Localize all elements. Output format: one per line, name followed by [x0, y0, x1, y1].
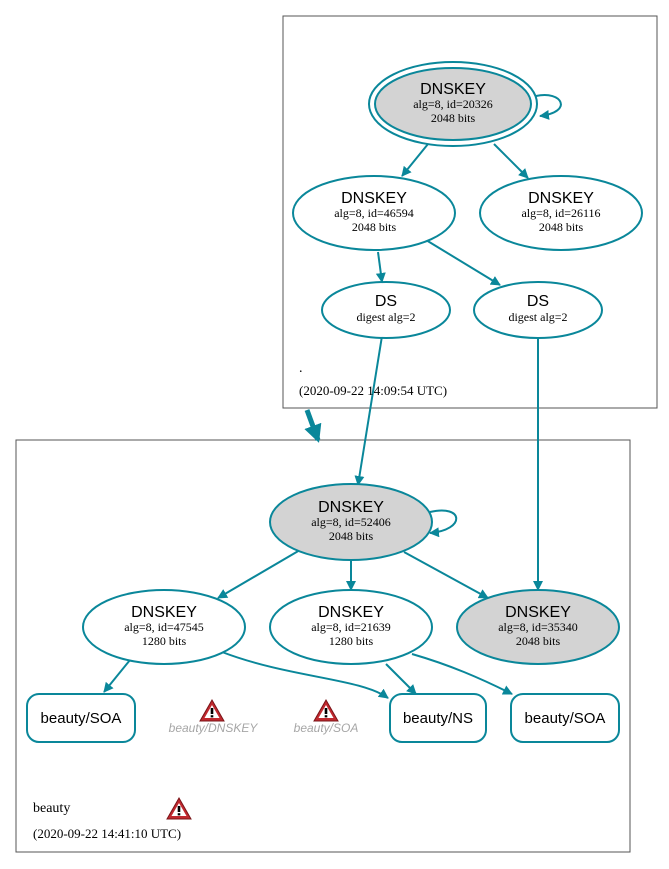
- rr-soa-2-shape: [510, 693, 620, 743]
- node-beauty-ksk1-line1: alg=8, id=52406: [311, 515, 391, 529]
- node-root-zsk2-title: DNSKEY: [528, 190, 594, 207]
- node-ds1: DS digest alg=2: [321, 281, 451, 339]
- missing-dnskey-label: beauty/DNSKEY: [169, 721, 259, 735]
- rr-soa-2-label: beauty/SOA: [525, 710, 606, 727]
- node-ds1-line1: digest alg=2: [356, 310, 415, 324]
- node-root-zsk1-title: DNSKEY: [341, 190, 407, 207]
- node-root-ksk: DNSKEY alg=8, id=20326 2048 bits: [368, 61, 538, 147]
- edge-ksk-self: [535, 93, 562, 120]
- edge-ksk-to-zsk2: [493, 143, 529, 179]
- rr-soa-1: beauty/SOA: [26, 693, 136, 743]
- node-root-zsk2-shape: [479, 175, 643, 251]
- node-ds2: DS digest alg=2: [473, 281, 603, 339]
- node-ds2-line1: digest alg=2: [508, 310, 567, 324]
- node-root-ksk-line1: alg=8, id=20326: [413, 97, 493, 111]
- node-beauty-zsk2-line1: alg=8, id=21639: [311, 620, 391, 634]
- edge-zsk1-to-ds2: [425, 239, 501, 286]
- rr-ns-label: beauty/NS: [403, 710, 473, 727]
- node-root-zsk2-line1: alg=8, id=26116: [521, 206, 600, 220]
- node-beauty-zsk2-shape: [269, 589, 433, 665]
- missing-dnskey: beauty/DNSKEY: [169, 698, 259, 735]
- node-root-ksk-line2: 2048 bits: [431, 111, 476, 125]
- node-beauty-zsk2-line2: 1280 bits: [329, 634, 374, 648]
- edge-ds1-to-beauty-ksk: [354, 335, 383, 486]
- node-root-zsk2: DNSKEY alg=8, id=26116 2048 bits: [479, 175, 643, 251]
- zone-beauty-box: [15, 439, 631, 853]
- rr-soa-1-label: beauty/SOA: [41, 710, 122, 727]
- edge-beauty-ksk-self: [429, 509, 458, 538]
- edge-beauty-ksk-to-zsk1: [217, 549, 301, 599]
- node-ds2-title: DS: [527, 293, 549, 310]
- node-beauty-ksk1-shape: [269, 483, 433, 561]
- node-root-ksk-inner: [374, 67, 532, 141]
- node-beauty-ksk2-line1: alg=8, id=35340: [498, 620, 578, 634]
- node-beauty-zsk1-shape: [82, 589, 246, 665]
- zone-root-name: .: [299, 361, 303, 376]
- node-root-ksk-title: DNSKEY: [420, 81, 486, 98]
- node-root-zsk1-line2: 2048 bits: [352, 220, 397, 234]
- rr-ns: beauty/NS: [389, 693, 487, 743]
- node-beauty-ksk2: DNSKEY alg=8, id=35340 2048 bits: [456, 589, 620, 665]
- node-root-zsk1-line1: alg=8, id=46594: [334, 206, 414, 220]
- node-beauty-zsk1-title: DNSKEY: [131, 604, 197, 621]
- edge-zsk1-to-ns: [221, 651, 389, 699]
- node-beauty-zsk1: DNSKEY alg=8, id=47545 1280 bits: [82, 589, 246, 665]
- node-root-zsk1-shape: [292, 175, 456, 251]
- edge-zsk2-to-soa2: [411, 653, 513, 695]
- edge-zsk1-to-soa1: [103, 659, 131, 693]
- zone-root-box: [282, 15, 658, 409]
- node-beauty-zsk1-line2: 1280 bits: [142, 634, 187, 648]
- rr-ns-shape: [389, 693, 487, 743]
- warning-icon: [199, 698, 225, 722]
- zone-root-timestamp: (2020-09-22 14:09:54 UTC): [299, 383, 447, 398]
- node-beauty-ksk1-line2: 2048 bits: [329, 529, 374, 543]
- zone-beauty-name: beauty: [33, 801, 70, 816]
- rr-soa-1-shape: [26, 693, 136, 743]
- zone-beauty-timestamp: (2020-09-22 14:41:10 UTC): [33, 826, 181, 841]
- node-beauty-ksk1: DNSKEY alg=8, id=52406 2048 bits: [269, 483, 433, 561]
- edge-zsk2-to-ns: [385, 663, 417, 695]
- warning-icon: [313, 698, 339, 722]
- node-beauty-ksk2-line2: 2048 bits: [516, 634, 561, 648]
- missing-soa: beauty/SOA: [294, 698, 359, 735]
- node-beauty-ksk2-shape: [456, 589, 620, 665]
- node-root-zsk2-line2: 2048 bits: [539, 220, 584, 234]
- missing-soa-label: beauty/SOA: [294, 721, 359, 735]
- node-beauty-ksk1-title: DNSKEY: [318, 499, 384, 516]
- node-ds1-title: DS: [375, 293, 397, 310]
- node-ds1-shape: [321, 281, 451, 339]
- edge-ksk-to-zsk1: [401, 143, 429, 177]
- node-root-zsk1: DNSKEY alg=8, id=46594 2048 bits: [292, 175, 456, 251]
- node-ds2-shape: [473, 281, 603, 339]
- rr-soa-2: beauty/SOA: [510, 693, 620, 743]
- node-beauty-ksk2-title: DNSKEY: [505, 604, 571, 621]
- edge-zsk1-to-ds1: [375, 251, 386, 283]
- warning-icon: [166, 796, 192, 820]
- edge-beauty-ksk-to-ksk2: [403, 551, 489, 599]
- edge-delegation: [304, 409, 322, 443]
- node-beauty-zsk1-line1: alg=8, id=47545: [124, 620, 204, 634]
- node-beauty-zsk2: DNSKEY alg=8, id=21639 1280 bits: [269, 589, 433, 665]
- node-beauty-zsk2-title: DNSKEY: [318, 604, 384, 621]
